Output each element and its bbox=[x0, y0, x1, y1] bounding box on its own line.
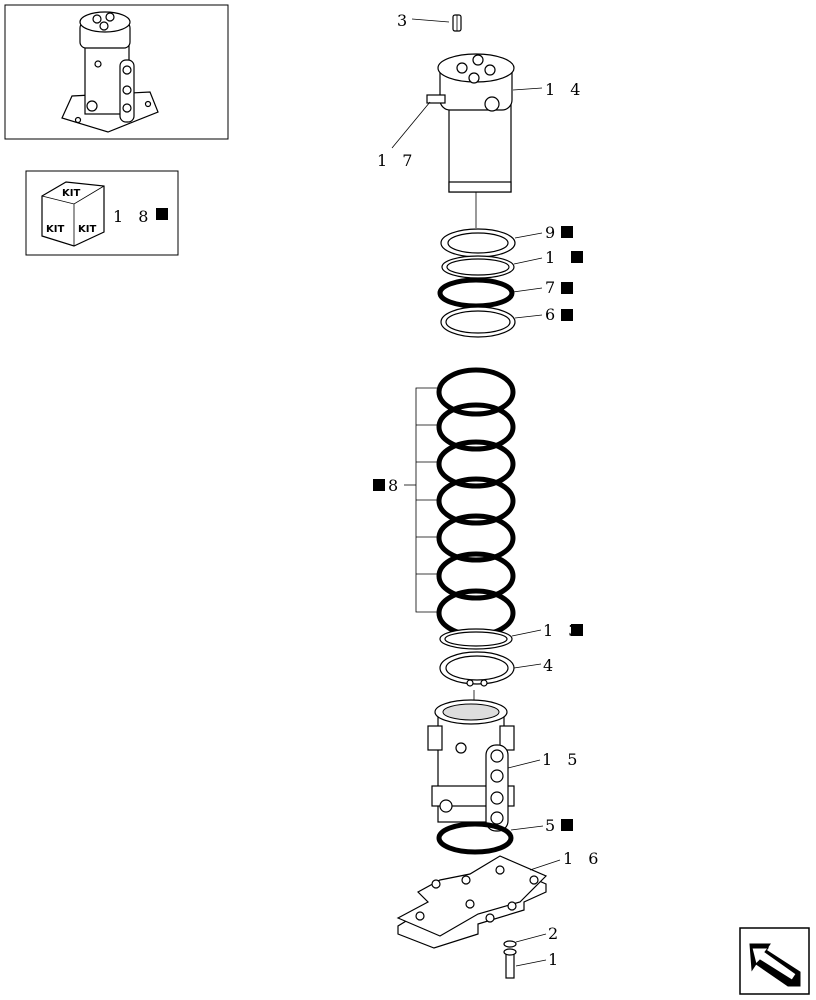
callout-2: 2 bbox=[548, 924, 563, 943]
callout-14: 1 4 bbox=[545, 80, 585, 99]
assembly-thumbnail[interactable] bbox=[4, 4, 229, 140]
part-3-pin[interactable] bbox=[452, 14, 462, 32]
callout-4: 4 bbox=[543, 656, 558, 675]
part-4-snap-ring[interactable] bbox=[439, 651, 515, 687]
part-12-ring[interactable] bbox=[441, 255, 515, 279]
black-square-icon bbox=[561, 819, 573, 831]
part-8-o-ring-stack[interactable] bbox=[436, 367, 516, 638]
callout-8: 8 bbox=[388, 476, 403, 495]
black-square-icon bbox=[561, 282, 573, 294]
kit-label-left: KIT bbox=[46, 224, 64, 235]
callout-17: 1 7 bbox=[377, 151, 417, 170]
part-16-base-plate[interactable] bbox=[396, 855, 548, 949]
callout-1: 1 bbox=[548, 950, 563, 969]
part-9-seal[interactable] bbox=[440, 228, 516, 258]
black-square-icon bbox=[571, 624, 583, 636]
callout-18: 1 8 bbox=[113, 207, 153, 226]
callout-5: 5 bbox=[545, 816, 560, 835]
part-1-bolt[interactable] bbox=[503, 948, 517, 979]
part-15-housing[interactable] bbox=[427, 699, 515, 832]
callout-3: 3 bbox=[397, 11, 412, 30]
kit-legend-box[interactable]: KIT KIT KIT 1 8 bbox=[25, 170, 179, 256]
callout-15: 1 5 bbox=[542, 750, 582, 769]
part-2-washer[interactable] bbox=[503, 940, 517, 948]
black-square-icon bbox=[156, 208, 168, 220]
callout-7: 7 bbox=[545, 278, 560, 297]
black-square-icon bbox=[561, 226, 573, 238]
kit-label-top: KIT bbox=[62, 188, 80, 199]
callout-13: 1 3 bbox=[543, 621, 583, 640]
kit-label-right: KIT bbox=[78, 224, 96, 235]
black-square-icon bbox=[571, 251, 583, 263]
callout-16: 1 6 bbox=[563, 849, 603, 868]
callout-6: 6 bbox=[545, 305, 560, 324]
part-6-backup-ring[interactable] bbox=[440, 306, 516, 338]
part-5-o-ring[interactable] bbox=[436, 821, 514, 855]
part-7-o-ring[interactable] bbox=[437, 277, 515, 309]
black-square-icon bbox=[561, 309, 573, 321]
callout-9: 9 bbox=[545, 223, 560, 242]
bracket bbox=[415, 387, 439, 613]
part-13-ring[interactable] bbox=[439, 628, 513, 650]
part-14-rotor[interactable] bbox=[426, 53, 515, 193]
arrow-back-icon[interactable] bbox=[739, 927, 810, 995]
black-square-icon bbox=[373, 479, 385, 491]
